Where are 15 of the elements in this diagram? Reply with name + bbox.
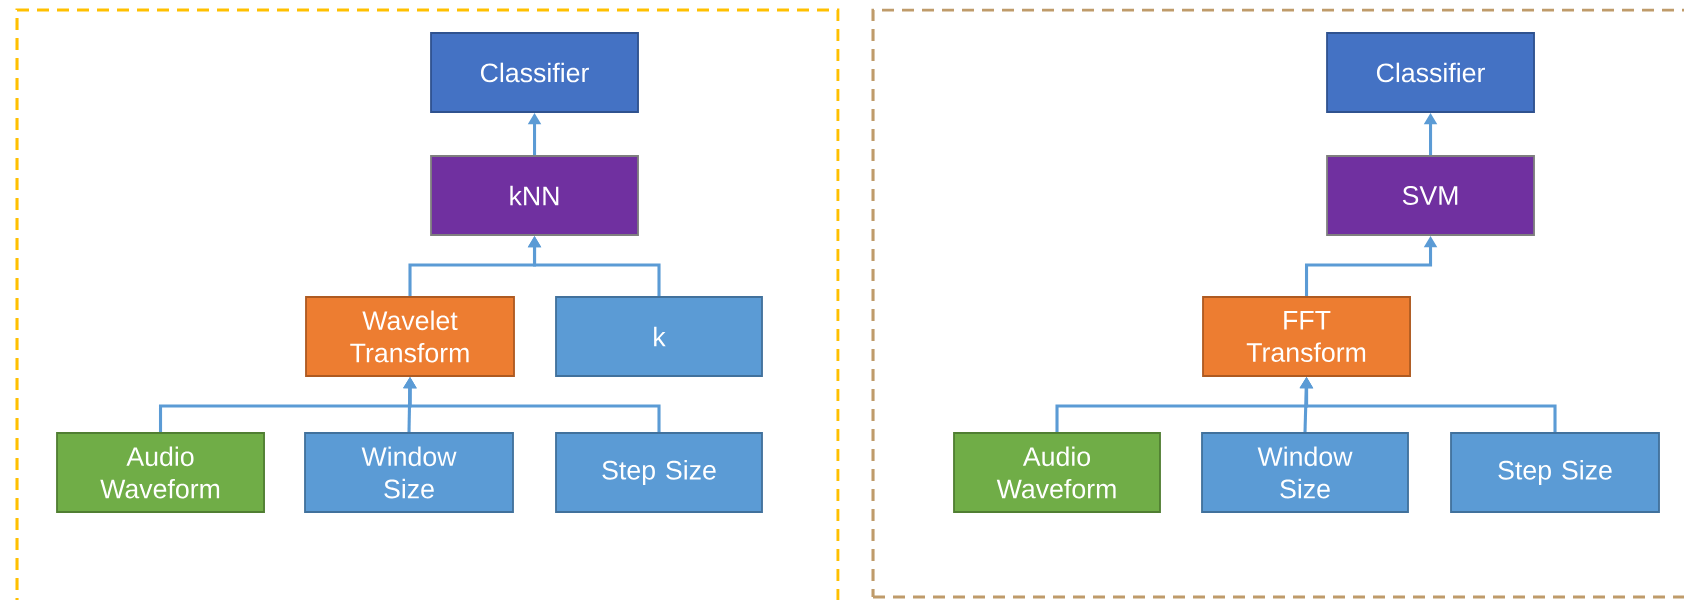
process-box: SVM <box>1326 155 1535 236</box>
process-box: Window Size <box>1201 432 1409 513</box>
process-box: Step Size <box>555 432 763 513</box>
dashed-panel <box>15 8 840 600</box>
dashed-panel <box>871 8 1684 599</box>
process-box: Classifier <box>1326 32 1535 113</box>
process-box: k <box>555 296 763 377</box>
process-box: Step Size <box>1450 432 1660 513</box>
process-box: FFT Transform <box>1202 296 1411 377</box>
process-box: Audio Waveform <box>953 432 1161 513</box>
process-box: Wavelet Transform <box>305 296 515 377</box>
process-box: kNN <box>430 155 639 236</box>
process-box: Audio Waveform <box>56 432 265 513</box>
process-box: Classifier <box>430 32 639 113</box>
process-box: Window Size <box>304 432 514 513</box>
